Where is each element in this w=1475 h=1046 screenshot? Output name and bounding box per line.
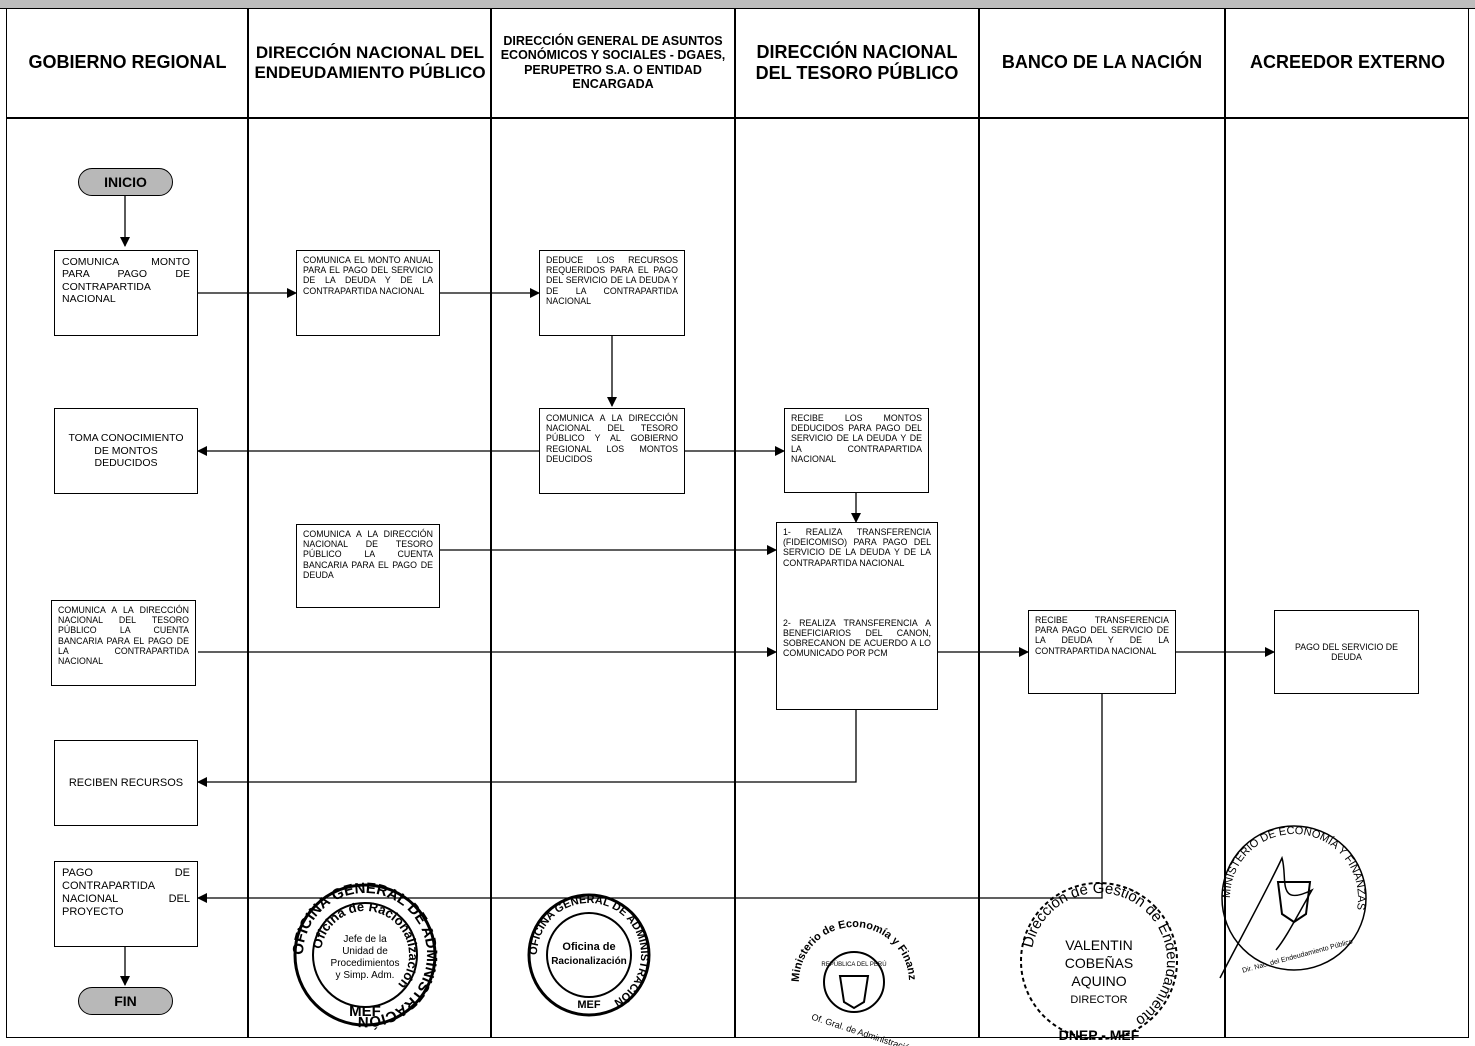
process-comunica-cuenta-contrapartida: COMUNICA A LA DIRECCIÓN NACIONAL DEL TES… [51, 600, 196, 686]
process-realiza-transferencias: 1- REALIZA TRANSFERENCIA (FIDEICOMISO) P… [776, 522, 938, 710]
mef-seal: Ministerio de Economía y Finanzas REPÚBL… [784, 910, 918, 1046]
header-separator [6, 117, 1469, 119]
svg-text:MEF: MEF [577, 999, 601, 1011]
process-comunica-monto: COMUNICA MONTO PARA PAGO DE CONTRAPARTID… [54, 250, 198, 336]
svg-text:y Simp. Adm.: y Simp. Adm. [336, 970, 395, 981]
svg-text:AQUINO: AQUINO [1071, 973, 1126, 989]
transfer-spacer [783, 568, 931, 618]
svg-text:Unidad de: Unidad de [342, 946, 388, 957]
arrow-dntp-to-reciben-recursos [197, 710, 857, 787]
svg-text:VALENTIN: VALENTIN [1065, 937, 1132, 953]
lane-header-banco-nacion: BANCO DE LA NACIÓN [1001, 52, 1203, 73]
lane-header-gobierno-regional: GOBIERNO REGIONAL [28, 52, 227, 73]
lane-divider [247, 8, 249, 1038]
process-pago-contrapartida: PAGO DE CONTRAPARTIDA NACIONAL DEL PROYE… [54, 861, 198, 947]
svg-text:Racionalización: Racionalización [551, 956, 627, 967]
diagram-frame [6, 8, 1469, 1038]
process-comunica-montos-deducidos: COMUNICA A LA DIRECCIÓN NACIONAL DEL TES… [539, 408, 685, 494]
svg-text:COBEÑAS: COBEÑAS [1065, 955, 1133, 971]
transfer-step-2: 2- REALIZA TRANSFERENCIA A BENEFICIARIOS… [783, 617, 931, 659]
svg-text:Procedimientos: Procedimientos [331, 958, 400, 969]
process-comunica-cuenta-deuda: COMUNICA A LA DIRECCIÓN NACIONAL DE TESO… [296, 524, 440, 608]
dned-seal: Dirección de Gestión de Endeudamiento VA… [1019, 880, 1180, 1043]
oga-stamp-1: OFICINA GENERAL DE ADMINISTRACIÓN Oficin… [290, 880, 440, 1030]
lane-header-acreedor-externo: ACREEDOR EXTERNO [1249, 52, 1446, 73]
lane-divider [734, 8, 736, 1038]
end-terminal: FIN [78, 987, 173, 1015]
lane-divider [1224, 8, 1226, 1038]
lane-divider [490, 8, 492, 1038]
svg-text:MEF: MEF [349, 1003, 381, 1020]
arrow-banco-to-pago-contrapartida [197, 694, 1103, 903]
process-recibe-transferencia: RECIBE TRANSFERENCIA PARA PAGO DEL SERVI… [1028, 610, 1176, 694]
process-pago-servicio-deuda: PAGO DEL SERVICIO DE DEUDA [1274, 610, 1419, 694]
lane-header-dntp: DIRECCIÓN NACIONAL DEL TESORO PÚBLICO [755, 41, 959, 83]
process-reciben-recursos: RECIBEN RECURSOS [54, 740, 198, 826]
lane-header-dgaes: DIRECCIÓN GENERAL DE ASUNTOS ECONÓMICOS … [500, 33, 726, 91]
svg-text:Oficina de: Oficina de [562, 941, 615, 953]
svg-text:DNEP - MEF: DNEP - MEF [1059, 1027, 1140, 1043]
svg-text:Jefe de la: Jefe de la [343, 934, 387, 945]
svg-text:Of. Gral. de Administración: Of. Gral. de Administración [810, 1012, 915, 1046]
ministry-seal: MINISTERIO DE ECONOMÍA Y FINANZAS Dir. N… [1219, 825, 1367, 979]
start-terminal: INICIO [78, 168, 173, 196]
process-comunica-monto-anual: COMUNICA EL MONTO ANUAL PARA EL PAGO DEL… [296, 250, 440, 336]
svg-text:DIRECTOR: DIRECTOR [1070, 994, 1127, 1006]
process-deduce-recursos: DEDUCE LOS RECURSOS REQUERIDOS PARA EL P… [539, 250, 685, 336]
oga-stamp-2: OFICINA GENERAL DE ADMINISTRACIÓN Oficin… [527, 893, 651, 1017]
process-recibe-montos: RECIBE LOS MONTOS DEDUCIDOS PARA PAGO DE… [784, 408, 929, 493]
lane-divider [978, 8, 980, 1038]
lane-header-dnep: DIRECCIÓN NACIONAL DEL ENDEUDAMIENTO PÚB… [254, 42, 486, 82]
transfer-step-1: 1- REALIZA TRANSFERENCIA (FIDEICOMISO) P… [783, 527, 931, 568]
process-toma-conocimiento: TOMA CONOCIMIENTO DE MONTOS DEDUCIDOS [54, 408, 198, 494]
svg-text:Ministerio de Economía y Finan: Ministerio de Economía y Finanzas [784, 910, 918, 982]
svg-text:REPÚBLICA DEL PERÚ: REPÚBLICA DEL PERÚ [821, 961, 886, 968]
svg-text:MINISTERIO DE ECONOMÍA Y FINAN: MINISTERIO DE ECONOMÍA Y FINANZAS [1221, 825, 1367, 911]
